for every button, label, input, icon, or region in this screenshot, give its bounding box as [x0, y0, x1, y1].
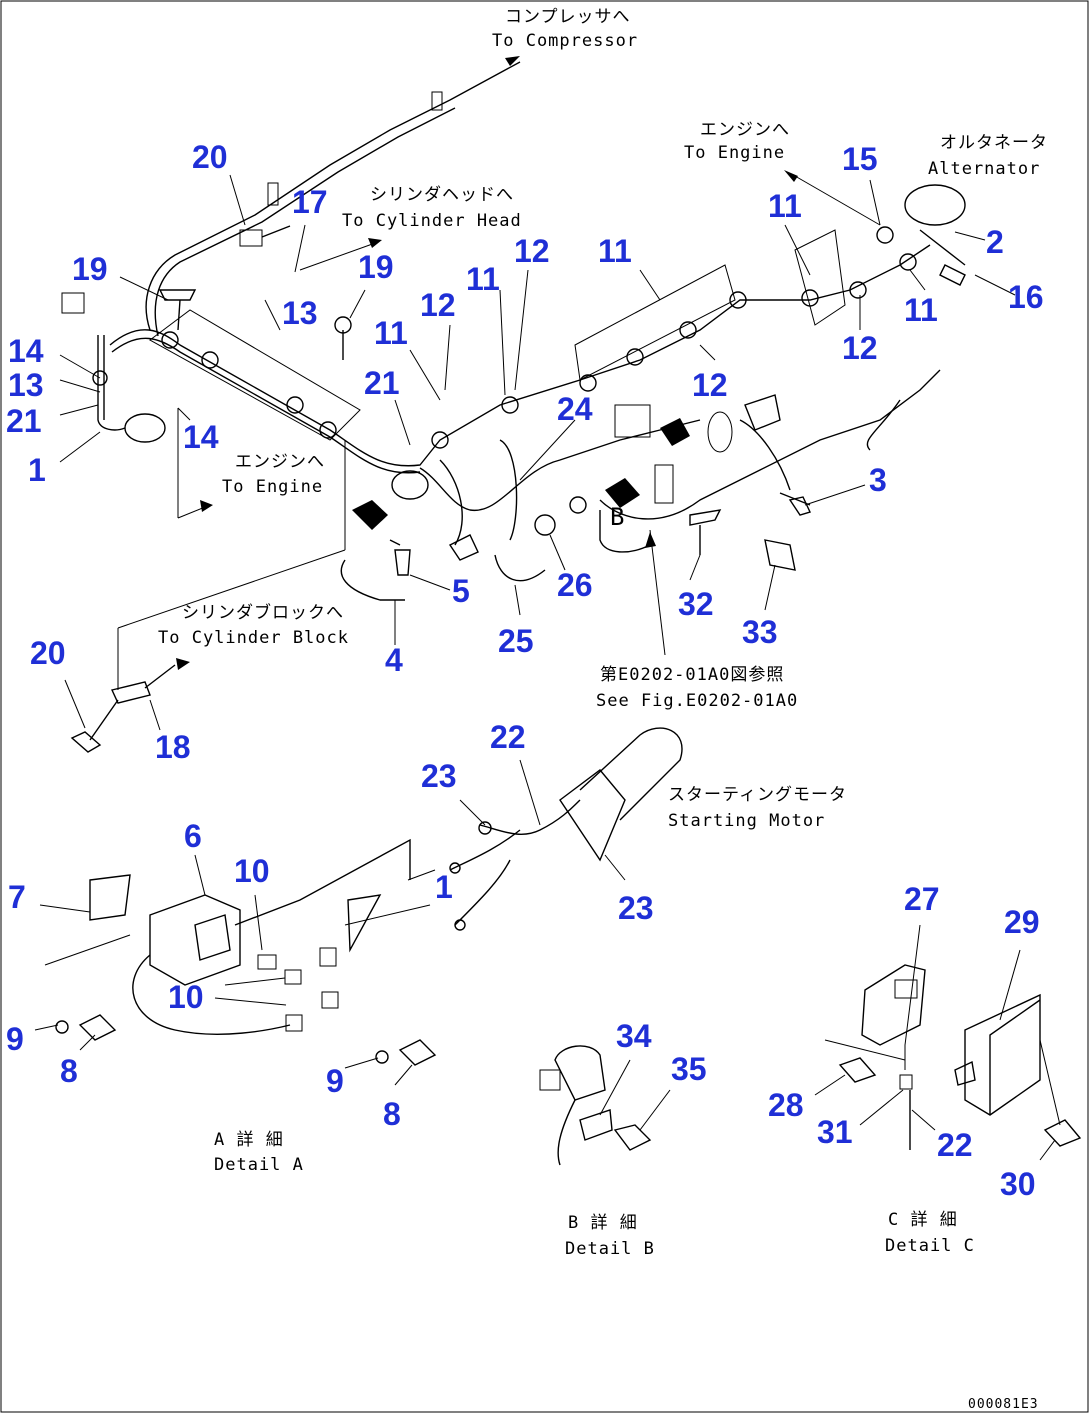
callout-2: 2	[986, 224, 1004, 260]
callout-18: 18	[155, 729, 191, 765]
callout-4: 4	[385, 642, 403, 678]
callout-22: 22	[937, 1127, 973, 1163]
note-alternator-en: Alternator	[928, 159, 1040, 179]
note-compressor-en: To Compressor	[492, 31, 638, 51]
note-view-b: B	[610, 503, 625, 531]
note-detail-b-jp: B 詳 細	[568, 1213, 638, 1233]
callout-28: 28	[768, 1087, 804, 1123]
callout-25: 25	[498, 623, 534, 659]
note-see-fig-en: See Fig.E0202-01A0	[596, 691, 798, 711]
callout-20: 20	[30, 635, 66, 671]
callout-11: 11	[904, 292, 938, 328]
callout-21: 21	[364, 365, 400, 401]
note-see-fig-jp: 第E0202-01A0図参照	[600, 665, 784, 685]
compressor-line	[145, 56, 521, 337]
callout-14: 14	[8, 333, 44, 369]
note-detail-b-en: Detail B	[565, 1239, 655, 1259]
note-detail-c-en: Detail C	[885, 1236, 975, 1256]
callout-31: 31	[817, 1114, 853, 1150]
callout-12: 12	[420, 287, 456, 323]
callout-11: 11	[374, 315, 408, 351]
callout-11: 11	[598, 233, 632, 269]
note-engine-top-en: To Engine	[684, 143, 785, 163]
callout-33: 33	[742, 614, 778, 650]
detail-a-parts	[44, 874, 437, 1066]
note-cyl-head-jp: シリンダヘッドへ	[370, 185, 514, 205]
components	[61, 184, 966, 601]
callout-21: 21	[6, 403, 42, 439]
callout-30: 30	[1000, 1166, 1036, 1202]
callout-35: 35	[671, 1051, 707, 1087]
note-starting-motor-en: Starting Motor	[668, 811, 825, 831]
callout-1: 1	[435, 869, 453, 905]
callout-19: 19	[72, 251, 108, 287]
clamps	[92, 253, 917, 449]
figure-id: 000081E3	[968, 1397, 1039, 1412]
callout-23: 23	[618, 890, 654, 926]
callout-10: 10	[168, 979, 204, 1015]
callout-26: 26	[557, 567, 593, 603]
callout-10: 10	[234, 853, 270, 889]
starting-motor	[234, 727, 683, 953]
callout-numbers: 20 17 19 19 13 14 13 21 1 14 11 12 21 11…	[6, 139, 1044, 1202]
note-starting-motor-jp: スターティングモータ	[668, 785, 847, 805]
callout-8: 8	[383, 1096, 401, 1132]
callout-8: 8	[60, 1053, 78, 1089]
note-engine-left-en: To Engine	[222, 477, 323, 497]
callout-9: 9	[6, 1021, 24, 1057]
callout-32: 32	[678, 586, 714, 622]
callout-leaders	[34, 174, 1056, 1161]
note-cyl-head-en: To Cylinder Head	[342, 211, 522, 231]
bracket-18	[70, 664, 176, 753]
note-detail-a-en: Detail A	[214, 1155, 304, 1175]
note-detail-a-jp: A 詳 細	[214, 1130, 284, 1150]
callout-19: 19	[358, 249, 394, 285]
callout-12: 12	[842, 330, 878, 366]
callout-13: 13	[282, 295, 318, 331]
callout-7: 7	[8, 879, 26, 915]
note-detail-c-jp: C 詳 細	[888, 1210, 958, 1230]
callout-29: 29	[1004, 904, 1040, 940]
callout-12: 12	[692, 367, 728, 403]
callout-13: 13	[8, 367, 44, 403]
callout-6: 6	[184, 818, 202, 854]
callout-17: 17	[292, 184, 328, 220]
clamp-bracket-panels	[149, 229, 846, 441]
direction-arrows	[117, 170, 881, 690]
note-cyl-block-en: To Cylinder Block	[158, 628, 349, 648]
note-compressor-jp: コンプレッサへ	[505, 7, 631, 27]
note-alternator-jp: オルタネータ	[940, 133, 1048, 153]
callout-1: 1	[28, 452, 46, 488]
detail-b-parts	[539, 1045, 652, 1166]
note-engine-top-jp: エンジンへ	[700, 120, 790, 140]
callout-20: 20	[192, 139, 228, 175]
note-engine-left-jp: エンジンへ	[235, 452, 325, 472]
callout-15: 15	[842, 141, 878, 177]
callout-24: 24	[557, 391, 593, 427]
callout-16: 16	[1008, 279, 1044, 315]
callout-5: 5	[452, 573, 470, 609]
callout-22: 22	[490, 719, 526, 755]
callout-27: 27	[904, 881, 940, 917]
annotation-notes: コンプレッサへ To Compressor シリンダヘッドへ To Cylind…	[158, 7, 1048, 1412]
callout-12: 12	[514, 233, 550, 269]
callout-11: 11	[768, 188, 802, 224]
callout-14: 14	[183, 419, 219, 455]
note-cyl-block-jp: シリンダブロックへ	[182, 602, 344, 623]
callout-34: 34	[616, 1018, 652, 1054]
callout-23: 23	[421, 758, 457, 794]
upper-harness	[97, 244, 941, 582]
callout-3: 3	[869, 462, 887, 498]
callout-11: 11	[466, 261, 500, 297]
callout-9: 9	[326, 1063, 344, 1099]
